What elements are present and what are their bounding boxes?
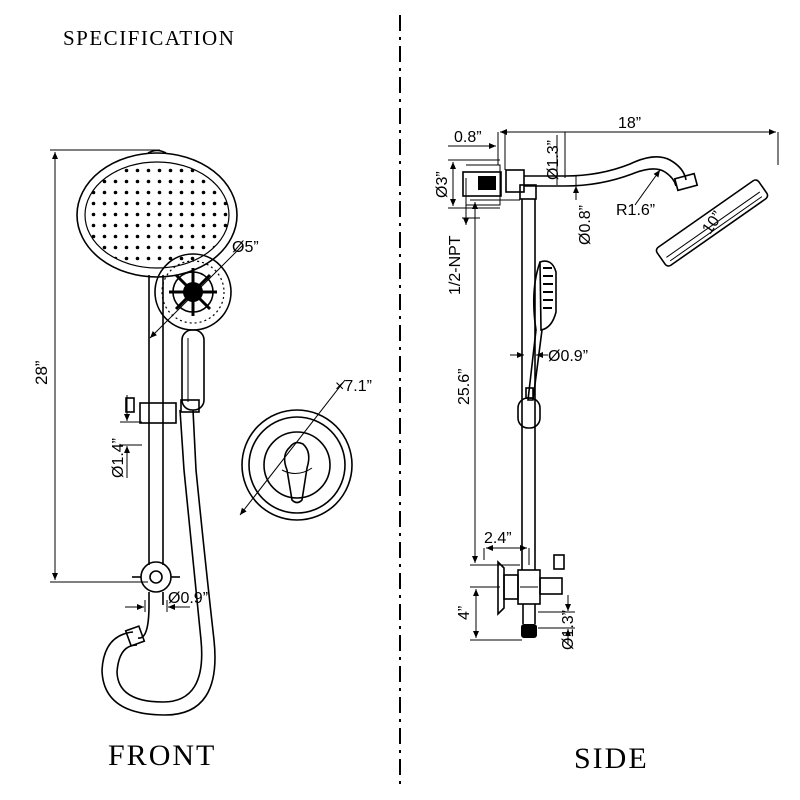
hand-shower-side xyxy=(527,260,557,401)
dim-outlet-dia: Ø0.9” xyxy=(168,590,208,607)
wall-flange-elbow xyxy=(462,164,565,206)
rain-head-side xyxy=(655,179,769,267)
dim-slider-dia: Ø0.9” xyxy=(548,348,588,365)
shower-arm xyxy=(564,156,699,192)
side-view: 18” 0.8” Ø1.3” Ø3” 1/2-NPT xyxy=(434,115,779,650)
dim-arm-dia: Ø0.8” xyxy=(577,205,594,245)
dim-head-dia: 10” xyxy=(699,209,726,238)
diverter-side xyxy=(497,554,565,638)
valve-trim xyxy=(241,409,353,521)
dim-flange-dia: Ø3” xyxy=(434,171,451,198)
dim-lower-pipe-dia: Ø1.3” xyxy=(560,610,577,650)
hose xyxy=(101,409,216,716)
side-view-label: SIDE xyxy=(574,742,649,775)
diverter-outlet xyxy=(140,561,172,593)
dim-height-total: 28” xyxy=(32,360,51,385)
dim-offset: 0.8” xyxy=(454,129,482,146)
spec-title: SPECIFICATION xyxy=(63,26,235,50)
dim-bar-length: 25.6” xyxy=(456,369,473,405)
rain-showerhead xyxy=(76,149,238,278)
dim-pipe-dia: Ø1.3” xyxy=(545,140,562,180)
dim-valve-trim-dia: ×7.1” xyxy=(335,378,372,395)
dim-bend-radius: R1.6” xyxy=(616,202,655,219)
dim-bar-dia: Ø1.4” xyxy=(110,438,127,478)
thread-spec: 1/2-NPT xyxy=(447,235,464,295)
hand-shower xyxy=(154,253,232,411)
dim-diverter-height: 4” xyxy=(456,606,473,620)
front-view: 28” Ø5” Ø1.4” xyxy=(32,149,372,716)
dim-diverter-offset: 2.4” xyxy=(484,530,512,547)
dim-arm-length: 18” xyxy=(618,115,641,132)
slider-bracket xyxy=(139,402,177,424)
front-view-label: FRONT xyxy=(108,739,216,772)
dim-handshower-dia: Ø5” xyxy=(232,239,259,256)
